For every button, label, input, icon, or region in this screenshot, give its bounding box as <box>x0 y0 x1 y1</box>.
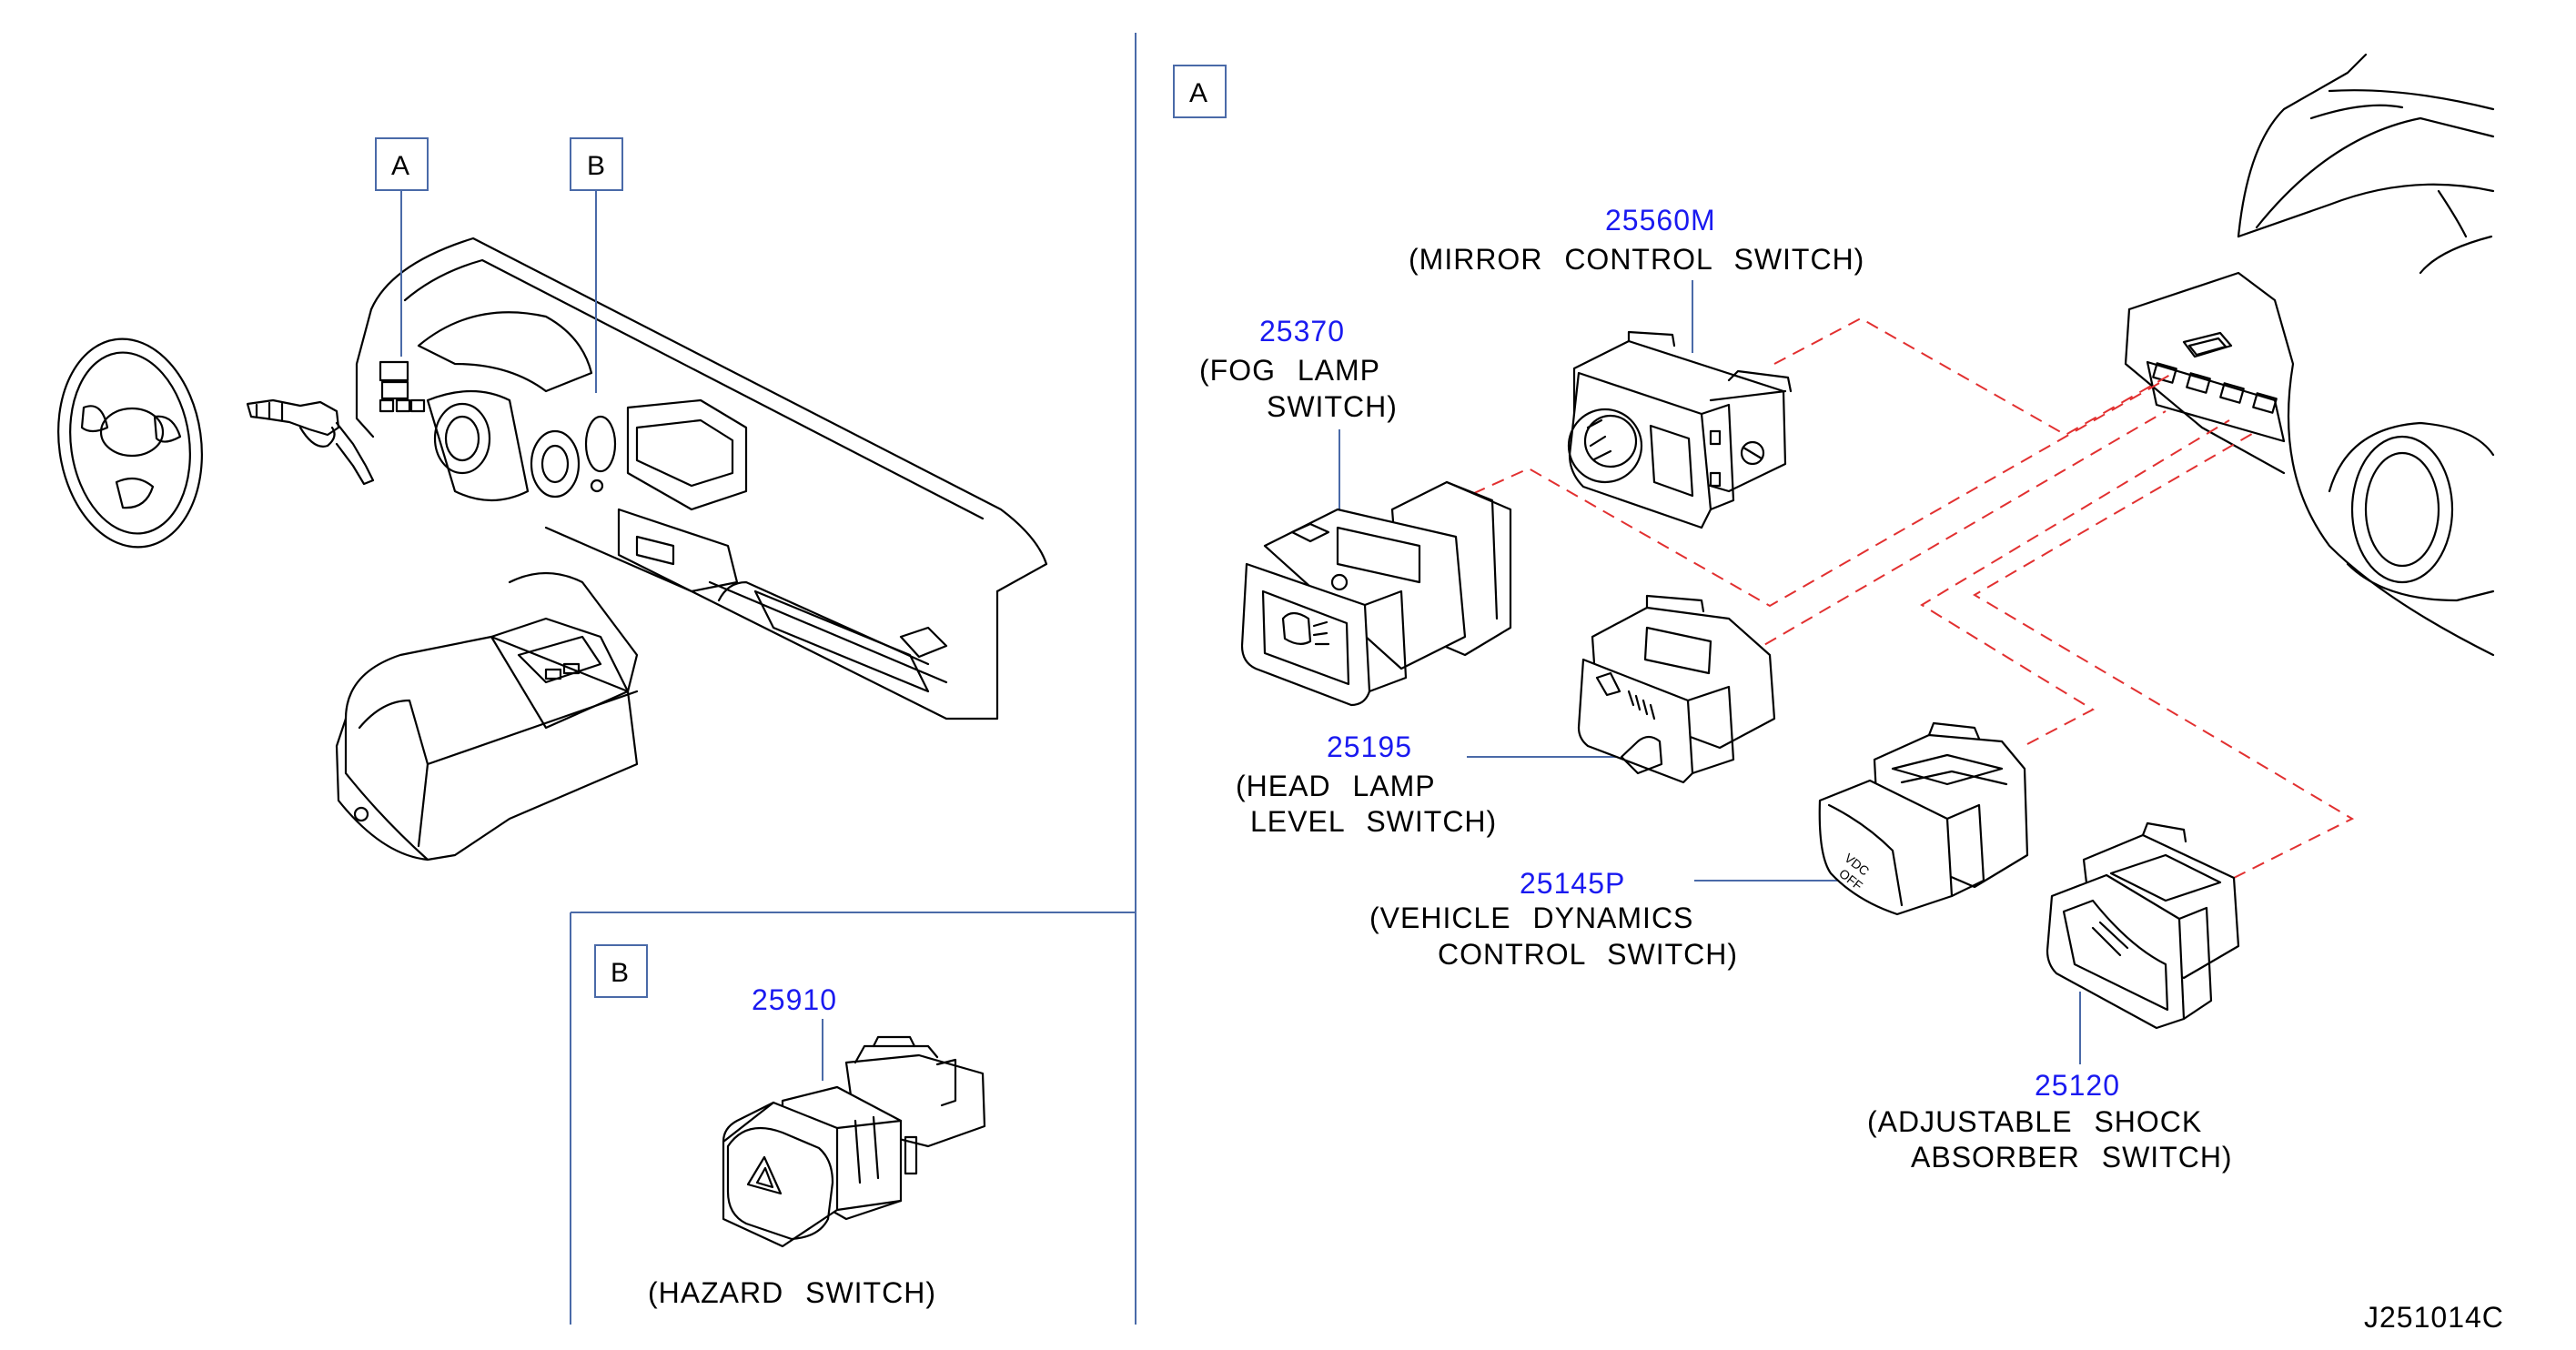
dashed-connectors <box>1453 317 2355 879</box>
callout-a-label: A <box>391 151 409 181</box>
fog-lamp-switch-illustration <box>1240 480 1512 707</box>
combination-switch-illustration <box>246 398 375 486</box>
panel-a: A <box>1173 53 2495 1174</box>
adjustable-shock-switch-illustration <box>2046 821 2240 1030</box>
hazard-switch-illustration <box>722 1035 986 1248</box>
fog-part-name-line1: (FOG LAMP <box>1199 354 1380 387</box>
panel-separators <box>570 33 1136 1325</box>
vdc-part-name-line1: (VEHICLE DYNAMICS <box>1369 902 1693 934</box>
shock-part-name-line1: (ADJUSTABLE SHOCK <box>1867 1105 2202 1138</box>
diagram-code: J251014C <box>2364 1301 2504 1334</box>
panel-a-label: A <box>1189 78 1207 108</box>
hazard-part-number: 25910 <box>752 983 837 1016</box>
mirror-part-number: 25560M <box>1605 204 1716 237</box>
vdc-part-name-line2: CONTROL SWITCH) <box>1438 938 1738 971</box>
head-lamp-part-name-line2: LEVEL SWITCH) <box>1250 805 1497 838</box>
vdc-part-number: 25145P <box>1520 867 1625 900</box>
panel-b-label: B <box>611 958 629 988</box>
hazard-part-name: (HAZARD SWITCH) <box>648 1276 936 1309</box>
mirror-control-switch-illustration <box>1567 330 1793 529</box>
head-lamp-part-number: 25195 <box>1327 730 1412 763</box>
mirror-part-name: (MIRROR CONTROL SWITCH) <box>1409 243 1864 276</box>
head-lamp-part-name-line1: (HEAD LAMP <box>1236 770 1436 802</box>
callout-b-overview: B <box>570 137 623 393</box>
panel-b: B 25910 (HAZARD SWITCH) <box>594 944 986 1309</box>
fog-part-number: 25370 <box>1259 315 1345 348</box>
steering-wheel-illustration <box>57 338 203 549</box>
callout-b-label: B <box>587 151 605 181</box>
callout-a-overview: A <box>375 137 429 357</box>
dashboard-illustration <box>335 237 1048 861</box>
vdc-switch-illustration: VDC OFF <box>1818 721 2029 916</box>
dashboard-detail-illustration <box>2124 53 2495 657</box>
head-lamp-level-switch-illustration <box>1577 594 1776 784</box>
shock-part-number: 25120 <box>2035 1069 2120 1102</box>
fog-part-name-line2: SWITCH) <box>1267 390 1398 423</box>
shock-part-name-line2: ABSORBER SWITCH) <box>1911 1141 2233 1174</box>
